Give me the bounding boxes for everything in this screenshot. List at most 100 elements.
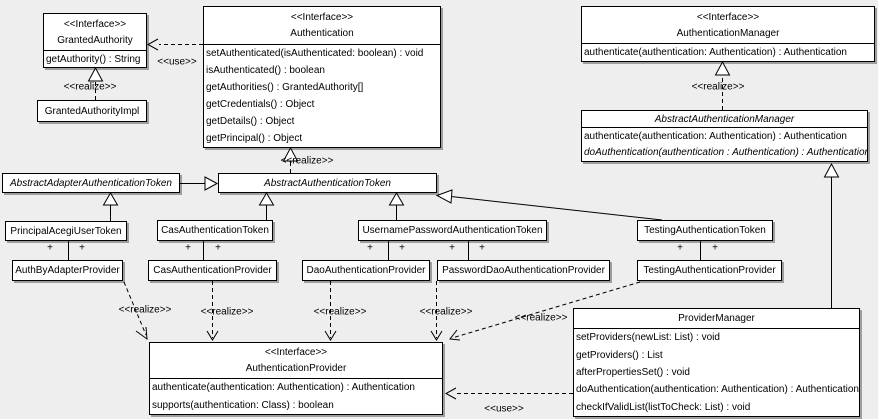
class-username-password-authentication-token[interactable]: UsernamePasswordAuthenticationToken xyxy=(358,220,547,241)
class-abstract-authentication-manager[interactable]: AbstractAuthenticationManager authentica… xyxy=(581,110,868,162)
methods-compartment: authenticate(authentication: Authenticat… xyxy=(582,128,867,161)
method: getAuthorities() : GrantedAuthority[] xyxy=(206,82,364,93)
hollow-triangle-icon xyxy=(204,176,219,191)
method: supports(authentication: Class) : boolea… xyxy=(152,399,334,411)
class-cas-authentication-provider[interactable]: CasAuthenticationProvider xyxy=(148,260,277,281)
class-name: GrantedAuthorityImpl xyxy=(44,105,140,117)
hollow-triangle-icon xyxy=(823,162,840,178)
method: authenticate(authentication: Authenticat… xyxy=(584,130,847,142)
edge-use-providermanager-authenticationprovider xyxy=(444,387,573,400)
class-testing-authentication-token[interactable]: TestingAuthenticationToken xyxy=(637,220,773,241)
class-name: TestingAuthenticationToken xyxy=(644,225,766,236)
class-name: DaoAuthenticationProvider xyxy=(306,265,426,276)
class-principal-acegi-user-token[interactable]: PrincipalAcegiUserToken xyxy=(5,221,127,241)
assoc-end-label: + xyxy=(215,242,221,254)
method: getDetails() : Object xyxy=(206,116,295,127)
method: setAuthenticated(isAuthenticated: boolea… xyxy=(206,48,424,59)
assoc-end-label: + xyxy=(79,242,85,254)
assoc-end-label: + xyxy=(712,242,718,254)
class-name: AbstractAdapterAuthenticationToken xyxy=(10,177,172,189)
class-cas-authentication-token[interactable]: CasAuthenticationToken xyxy=(157,220,273,241)
methods-compartment: authenticate(authentication: Authenticat… xyxy=(150,379,442,414)
realize-label: <<realize>> xyxy=(200,306,254,318)
class-granted-authority-impl[interactable]: GrantedAuthorityImpl xyxy=(37,100,147,122)
class-testing-authentication-provider[interactable]: TestingAuthenticationProvider xyxy=(637,260,782,281)
realize-label: <<realize>> xyxy=(691,81,745,93)
edge-use-authentication-grantedauthority xyxy=(146,38,203,51)
class-header: ProviderManager xyxy=(574,309,859,329)
class-provider-manager[interactable]: ProviderManager setProviders(newList: Li… xyxy=(573,308,860,417)
method: doAuthentication(authentication : Authen… xyxy=(584,147,867,159)
assoc-end-label: + xyxy=(185,242,191,254)
class-authentication-provider[interactable]: <<Interface>> AuthenticationProvider aut… xyxy=(149,342,443,415)
open-arrow-icon xyxy=(444,387,457,400)
stereotype-label: <<Interface>> xyxy=(290,12,354,23)
hollow-triangle-icon xyxy=(102,192,119,206)
class-name: ProviderManager xyxy=(678,313,755,324)
edge-gen-principalacegiusertoken xyxy=(102,192,119,221)
class-password-dao-authentication-provider[interactable]: PasswordDaoAuthenticationProvider xyxy=(437,260,610,281)
hollow-triangle-icon xyxy=(388,192,405,206)
class-name: PrincipalAcegiUserToken xyxy=(10,225,122,237)
method: checkIfValidList(listToCheck: List) : vo… xyxy=(576,401,751,413)
class-name: PasswordDaoAuthenticationProvider xyxy=(442,265,605,276)
assoc-end-label: + xyxy=(367,242,373,254)
open-arrow-icon xyxy=(135,326,148,341)
edge-gen-casauthenticationtoken xyxy=(258,192,275,220)
method: setProviders(newList: List) : void xyxy=(576,332,720,344)
class-abstract-authentication-token[interactable]: AbstractAuthenticationToken xyxy=(218,173,437,193)
hollow-triangle-icon xyxy=(258,192,275,206)
class-auth-by-adapter-provider[interactable]: AuthByAdapterProvider xyxy=(12,260,123,281)
open-arrow-icon xyxy=(430,330,443,341)
methods-compartment: setAuthenticated(isAuthenticated: boolea… xyxy=(204,45,440,147)
class-name: AuthByAdapterProvider xyxy=(15,265,120,276)
method: getCredentials() : Object xyxy=(206,99,315,110)
methods-compartment: setProviders(newList: List) : void getPr… xyxy=(574,329,859,416)
class-name: AuthenticationProvider xyxy=(245,363,347,374)
assoc-end-label: + xyxy=(399,242,405,254)
class-granted-authority[interactable]: <<Interface>> GrantedAuthority getAuthor… xyxy=(43,13,147,68)
edge-gen-providermanager-abstractauthenticationmanager xyxy=(823,162,840,308)
use-label: <<use>> xyxy=(484,403,524,415)
realize-label: <<realize>> xyxy=(313,306,367,318)
class-abstract-adapter-authentication-token[interactable]: AbstractAdapterAuthenticationToken xyxy=(2,173,180,193)
assoc-end-label: + xyxy=(677,242,683,254)
method: afterPropertiesSet() : void xyxy=(576,366,690,378)
stereotype-label: <<Interface>> xyxy=(264,347,328,358)
class-name: UsernamePasswordAuthenticationToken xyxy=(362,225,543,236)
methods-compartment: authenticate(authentication: Authenticat… xyxy=(582,44,874,61)
hollow-triangle-icon xyxy=(87,66,104,82)
assoc-end-label: + xyxy=(47,242,53,254)
class-header: <<Interface>> Authentication xyxy=(204,7,440,45)
class-header: <<Interface>> GrantedAuthority xyxy=(44,14,146,51)
method: isAuthenticated() : boolean xyxy=(206,65,325,76)
method: getProviders() : List xyxy=(576,349,663,361)
class-name: GrantedAuthority xyxy=(57,34,133,46)
edge-gen-usernamepasswordtoken xyxy=(388,192,405,220)
method: doAuthentication(authentication: Authent… xyxy=(576,384,859,396)
stereotype-label: <<Interface>> xyxy=(63,18,127,30)
assoc-end-label: + xyxy=(479,242,485,254)
realize-label: <<realize>> xyxy=(419,306,473,318)
method: authenticate(authentication: Authenticat… xyxy=(584,47,847,58)
method: getPrincipal() : Object xyxy=(206,133,303,144)
open-arrow-icon xyxy=(324,330,337,341)
class-authentication[interactable]: <<Interface>> Authentication setAuthenti… xyxy=(203,6,441,148)
class-name: AbstractAuthenticationToken xyxy=(264,177,391,189)
open-arrow-icon xyxy=(449,329,461,341)
class-name: Authentication xyxy=(290,28,354,39)
open-arrow-icon xyxy=(146,38,159,51)
class-dao-authentication-provider[interactable]: DaoAuthenticationProvider xyxy=(302,260,430,281)
methods-compartment: getAuthority() : String xyxy=(44,51,146,67)
open-arrow-icon xyxy=(206,330,219,341)
class-authentication-manager[interactable]: <<Interface>> AuthenticationManager auth… xyxy=(581,6,875,62)
class-header: AbstractAuthenticationManager xyxy=(582,111,867,128)
class-name: AuthenticationManager xyxy=(676,27,780,39)
realize-label: <<realize>> xyxy=(514,312,568,324)
assoc-end-label: + xyxy=(449,242,455,254)
edge-gen-testingauthenticationtoken xyxy=(435,189,663,221)
realize-label: <<realize>> xyxy=(118,304,172,316)
class-name: AbstractAuthenticationManager xyxy=(654,113,795,125)
class-header: <<Interface>> AuthenticationProvider xyxy=(150,343,442,379)
